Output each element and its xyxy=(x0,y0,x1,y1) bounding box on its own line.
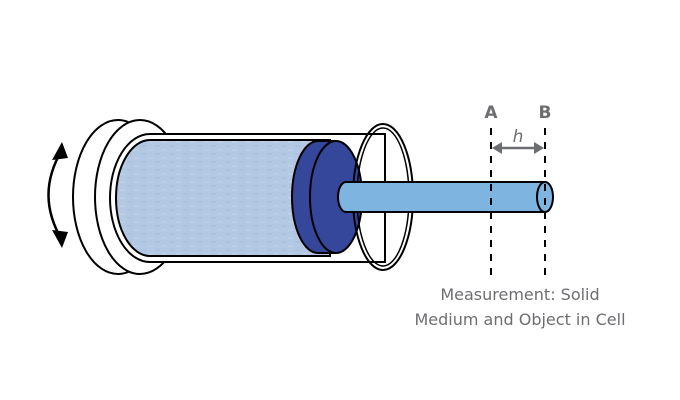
caption-line-2: Medium and Object in Cell xyxy=(414,310,625,329)
position-b-label: B xyxy=(539,103,552,123)
caption-line-1: Measurement: Solid xyxy=(440,285,599,304)
position-a-label: A xyxy=(484,103,498,123)
distance-arrow-icon xyxy=(492,142,544,154)
solid-medium xyxy=(115,139,331,257)
rotation-arrow-icon xyxy=(47,142,68,248)
distance-label: h xyxy=(513,127,524,147)
object-rod xyxy=(337,181,554,213)
